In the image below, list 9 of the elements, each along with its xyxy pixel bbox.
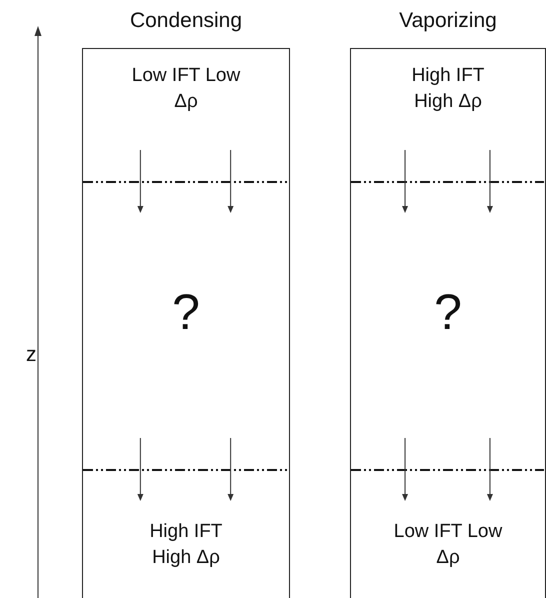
question-mark: ? — [172, 287, 200, 337]
column-heading: Condensing — [130, 8, 242, 34]
condition-text: High IFT High Δρ — [410, 64, 486, 114]
condition-text: Low IFT Low Δρ — [131, 64, 241, 114]
condition-text: Low IFT Low Δρ — [393, 520, 503, 570]
column-heading: Vaporizing — [399, 8, 497, 34]
axis-label: z — [26, 344, 36, 365]
question-mark: ? — [434, 287, 462, 337]
condition-text: High IFT High Δρ — [148, 520, 224, 570]
